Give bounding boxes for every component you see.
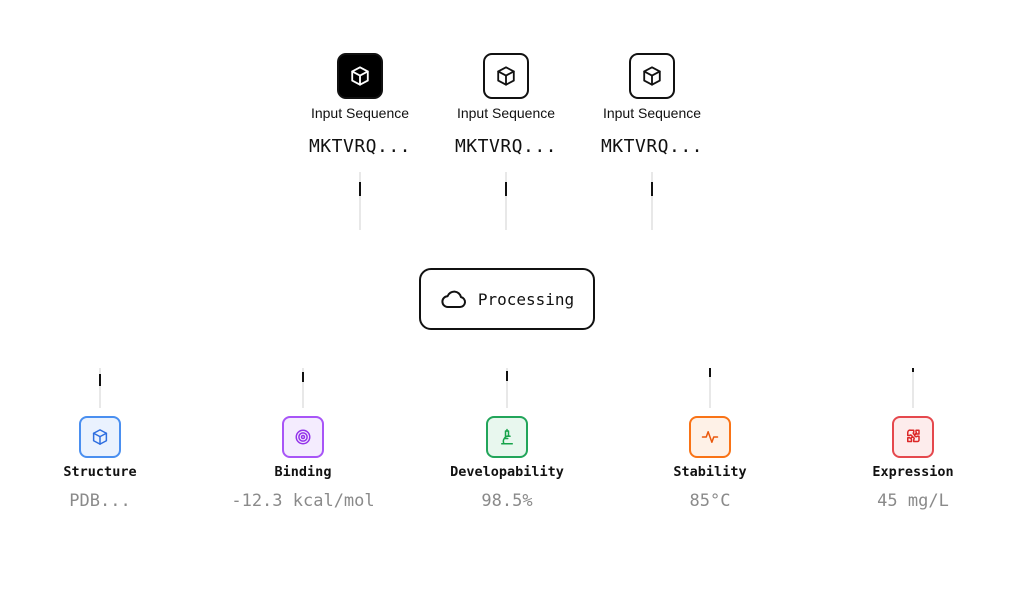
input-label: Input Sequence <box>310 105 410 121</box>
output-node-structure[interactable]: Structure PDB... <box>10 416 190 511</box>
connector-pulse <box>505 182 507 196</box>
processing-node[interactable]: Processing <box>419 268 595 330</box>
output-icon-box[interactable] <box>282 416 324 458</box>
puzzle-icon <box>907 429 920 443</box>
input-connector-1 <box>359 172 361 230</box>
output-node-binding[interactable]: Binding -12.3 kcal/mol <box>213 416 393 511</box>
output-icon-box[interactable] <box>486 416 528 458</box>
connector-pulse <box>912 368 914 372</box>
input-icon-box-2[interactable] <box>483 53 529 99</box>
input-node-1[interactable]: Input Sequence MKTVRQ... <box>290 53 430 157</box>
processing-label: Processing <box>477 289 575 309</box>
input-sequence: MKTVRQ... <box>454 136 558 157</box>
cube-icon <box>351 66 369 86</box>
output-node-expression[interactable]: Expression 45 mg/L <box>823 416 1003 511</box>
input-node-2[interactable]: Input Sequence MKTVRQ... <box>436 53 576 157</box>
cube-icon <box>92 429 108 445</box>
output-connector-2 <box>302 368 304 408</box>
output-label: Stability <box>673 464 747 480</box>
output-node-stability[interactable]: Stability 85°C <box>620 416 800 511</box>
target-icon <box>295 429 311 445</box>
activity-icon <box>701 431 719 443</box>
output-label: Expression <box>872 464 954 480</box>
output-value: 45 mg/L <box>877 491 949 511</box>
output-value: -12.3 kcal/mol <box>231 491 375 511</box>
output-value: PDB... <box>69 491 131 511</box>
output-icon-box[interactable] <box>79 416 121 458</box>
cloud-icon <box>441 290 466 308</box>
connector-pulse <box>506 371 508 381</box>
output-connector-3 <box>506 368 508 408</box>
output-connector-5 <box>912 368 914 408</box>
input-connector-3 <box>651 172 653 230</box>
output-label: Binding <box>274 464 332 480</box>
output-label: Structure <box>63 464 137 480</box>
connector-pulse <box>651 182 653 196</box>
connector-pulse <box>359 182 361 196</box>
cube-icon <box>497 66 515 86</box>
input-icon-box-1[interactable] <box>337 53 383 99</box>
input-connector-2 <box>505 172 507 230</box>
output-value: 85°C <box>689 491 731 511</box>
output-icon-box[interactable] <box>892 416 934 458</box>
output-icon-box[interactable] <box>689 416 731 458</box>
connector-pulse <box>99 374 101 386</box>
input-sequence: MKTVRQ... <box>308 136 412 157</box>
output-connector-4 <box>709 368 711 408</box>
input-node-3[interactable]: Input Sequence MKTVRQ... <box>582 53 722 157</box>
input-icon-box-3[interactable] <box>629 53 675 99</box>
output-value: 98.5% <box>481 491 533 511</box>
output-connector-1 <box>99 368 101 408</box>
input-label: Input Sequence <box>456 105 556 121</box>
microscope-icon <box>501 428 513 445</box>
input-label: Input Sequence <box>602 105 702 121</box>
connector-pulse <box>302 372 304 382</box>
connector-pulse <box>709 368 711 377</box>
output-node-developability[interactable]: Developability 98.5% <box>417 416 597 511</box>
input-sequence: MKTVRQ... <box>600 136 704 157</box>
cube-icon <box>643 66 661 86</box>
output-label: Developability <box>450 464 564 480</box>
